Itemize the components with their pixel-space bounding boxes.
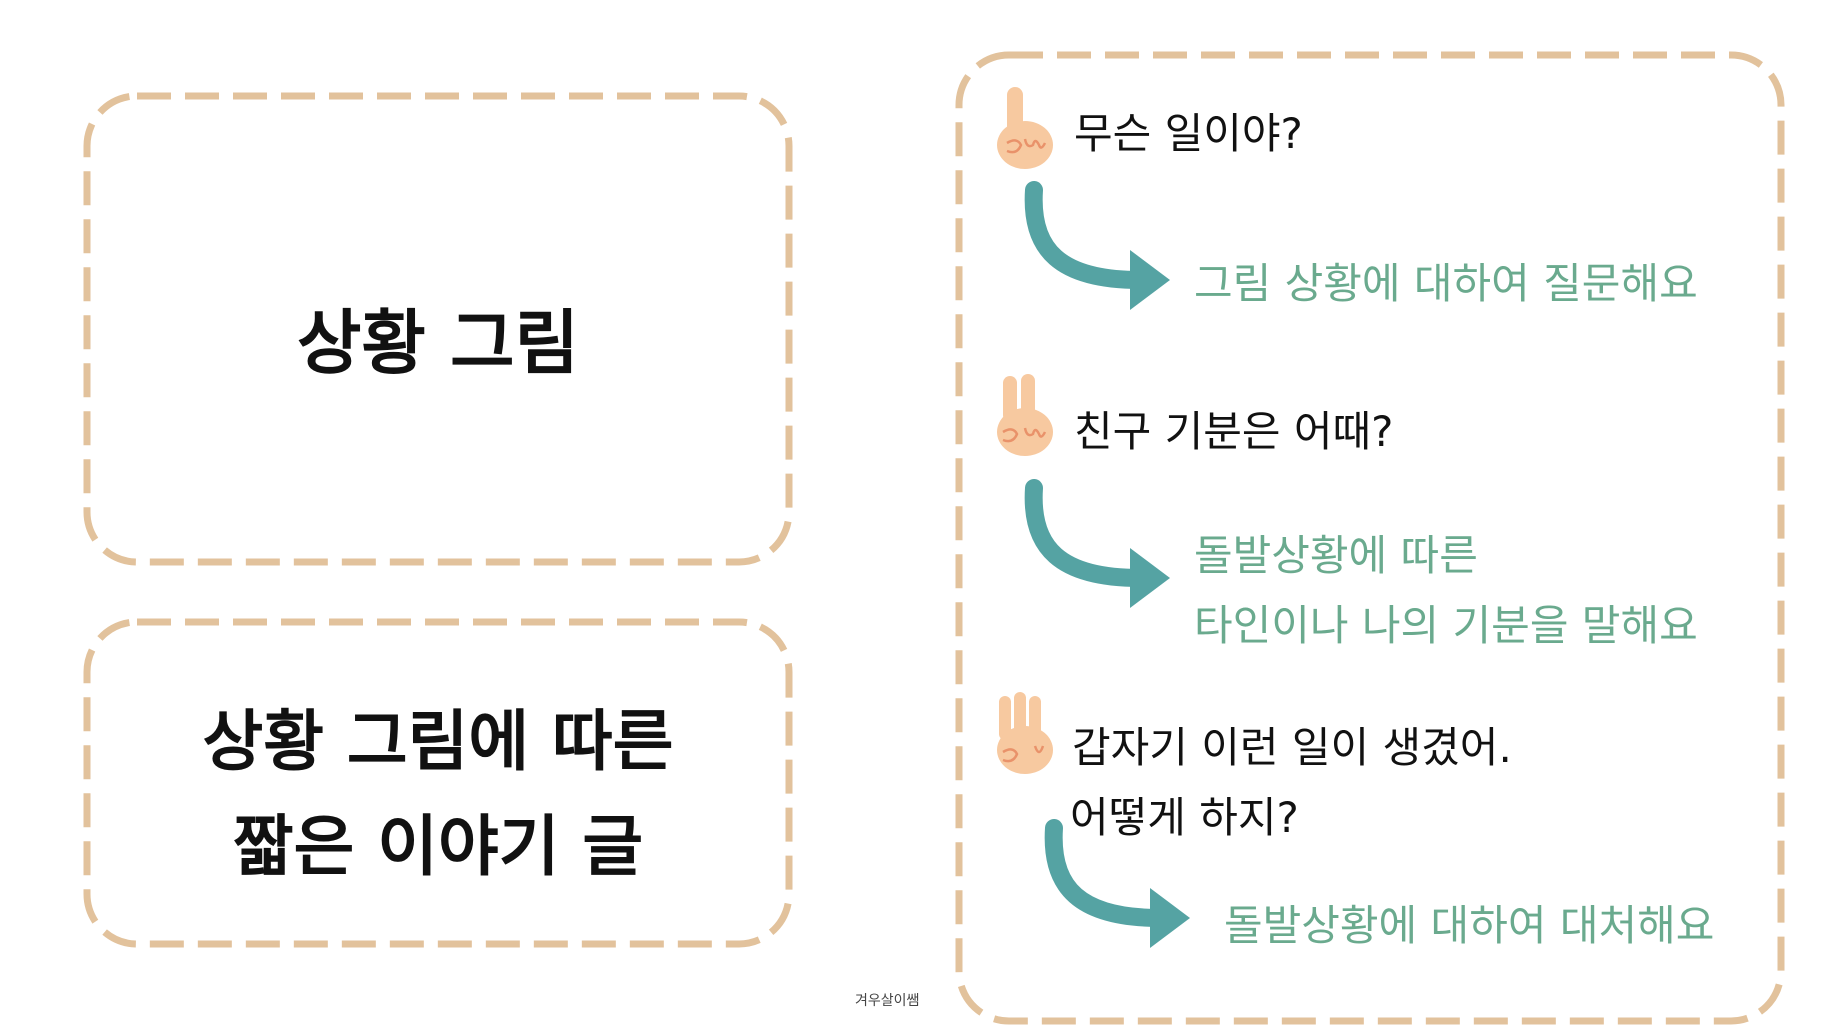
question-1: 무슨 일이야? bbox=[1074, 109, 1303, 158]
dashed-border bbox=[83, 92, 793, 566]
answer-2-line-2: 타인이나 나의 기분을 말해요 bbox=[1194, 601, 1698, 650]
answer-2-line-1: 돌발상황에 따른 bbox=[1194, 531, 1478, 580]
question-3-line-2: 어떻게 하지? bbox=[1070, 793, 1299, 842]
answer-3: 돌발상황에 대하여 대처해요 bbox=[1224, 901, 1715, 950]
question-2: 친구 기분은 어때? bbox=[1074, 407, 1394, 456]
curved-arrow-icon bbox=[1024, 479, 1170, 608]
question-3-line-1: 갑자기 이런 일이 생겼어. bbox=[1072, 723, 1512, 772]
curved-arrow-icon bbox=[1024, 181, 1170, 310]
short-story-card: 상황 그림에 따른 짧은 이야기 글 bbox=[83, 618, 793, 948]
two-finger-hand-icon bbox=[997, 374, 1053, 456]
answer-1: 그림 상황에 대하여 질문해요 bbox=[1194, 259, 1698, 308]
curved-arrow-icon bbox=[1044, 819, 1190, 948]
card-title-line-2: 짧은 이야기 글 bbox=[232, 808, 644, 885]
question-guide-panel bbox=[955, 51, 1785, 1027]
card-title-line-1: 상황 그림에 따른 bbox=[202, 703, 674, 780]
three-finger-hand-icon bbox=[997, 692, 1053, 774]
one-finger-hand-icon bbox=[997, 87, 1053, 169]
dashed-border bbox=[83, 618, 793, 948]
author-credit: 겨우살이쌤 bbox=[855, 993, 920, 1009]
situation-picture-card: 상황 그림 bbox=[83, 92, 793, 566]
dashed-border bbox=[955, 51, 1785, 1025]
card-title: 상황 그림 bbox=[297, 302, 579, 384]
